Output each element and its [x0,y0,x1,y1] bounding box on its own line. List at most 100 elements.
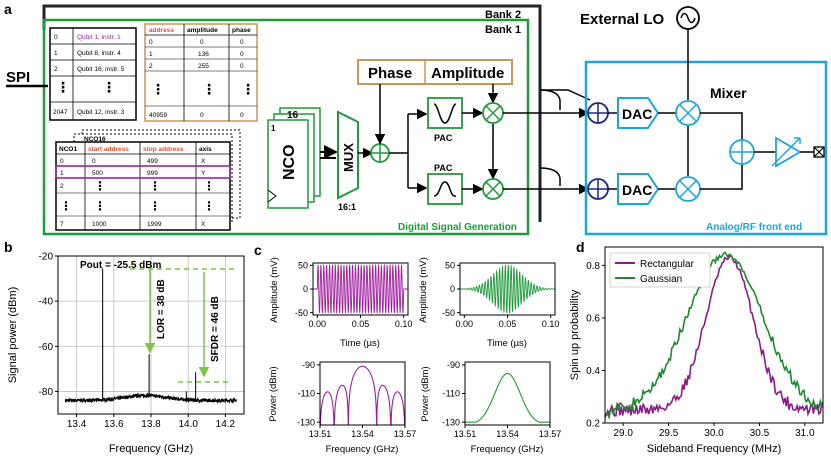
nco-cell: ⋮ [60,199,72,213]
y-tick-label: 0.6 [586,313,600,324]
mux-block [337,110,359,200]
y-tick-label: 50 [445,261,455,271]
panel-b-xlabel: Frequency (GHz) [109,443,193,455]
panel-c3-frame [319,361,406,426]
x-tick-label: 13.6 [104,419,124,430]
x-tick-label: 13.51 [309,429,332,439]
x-tick-label: 13.51 [454,429,477,439]
y-tick-label: -20 [39,252,54,263]
panel-label-c: c [254,242,262,258]
bank2-feed-top [539,89,561,110]
nco-count: 16 [287,110,299,121]
nco-cell: ⋮ [203,199,215,213]
instr-row-0-index: 0 [54,34,58,41]
nco-cell: X [201,158,206,165]
dac-bottom-block [617,173,660,205]
bank2-feed-bottom [539,167,561,186]
x-tick-label: 14.0 [178,419,198,430]
waveform-cell: 0 [149,39,153,46]
panel-c1-frame [312,262,409,316]
x-tick-label: 0.05 [499,319,517,329]
nco-cell: 7 [60,221,64,228]
x-tick-label: 29.0 [613,428,633,439]
x-tick-label: 13.54 [496,429,519,439]
instr-row-1-value: Qubit 8, instr. 4 [77,50,121,57]
phase-label: Phase [368,65,412,82]
x-tick-label: 30.0 [704,428,724,439]
x-tick-label: 0.10 [395,319,413,329]
rf-label: Analog/RF front end [706,222,802,233]
nco-table: NCO16 NCO1 start address stop address ax… [55,129,241,231]
panel-c2-xlabel: Time (µs) [487,338,527,349]
mixer-to-combiner [700,112,743,190]
x-tick-label: 13.57 [394,429,417,439]
cosine-icon [433,103,457,124]
y-tick-label: -50 [442,308,455,318]
panel-b-pout: Pout = -25.5 dBm [80,260,162,271]
waveform-cell: 0 [200,112,204,119]
panel-label-a: a [4,1,12,17]
y-tick-label: 50 [298,261,308,271]
nco-cell: 0 [60,158,64,165]
mixer-bottom-icon [675,176,701,202]
mux-label: MUX [341,143,356,172]
panel-d-legend: Rectangular Gaussian [609,252,711,288]
bank2-label: Bank 2 [485,9,521,21]
nco-cell: 1999 [147,221,162,228]
legend-gaussian: Gaussian [640,274,682,285]
x-tick-label: 0.10 [542,319,560,329]
nco-cell: X [201,221,206,228]
y-tick-label: -40 [39,297,54,308]
x-tick-label: 31.0 [795,428,815,439]
mixer-label: Mixer [710,85,747,101]
panel-c4-xlabel: Frequency (GHz) [471,444,544,455]
nco-block: 16 1 NCO [267,107,321,209]
nco-cell: Y [201,170,206,177]
panel-b-ylabel: Signal power (dBm) [7,287,19,384]
multiplier-bottom-icon [482,178,504,200]
panel-c1-xlabel: Time (µs) [340,338,380,349]
y-tick-label: -80 [39,387,54,398]
lo-source-icon [676,6,700,30]
x-tick-label: 30.5 [750,428,770,439]
x-tick-label: 13.54 [351,429,374,439]
nco-cell: ⋮ [149,179,161,193]
waveform-cell: ⋮ [151,81,165,97]
waveform-cell: 0 [200,39,204,46]
waveform-cell: ⋮ [202,81,216,97]
panel-label-d: d [576,239,585,255]
x-tick-label: 13.57 [539,429,562,439]
nco-header-nco1: NCO1 [59,146,77,153]
spi-label: SPI [6,69,30,86]
nco-cell: 500 [92,170,103,177]
nco-header-start: start address [88,146,129,153]
nco-cell: 1 [60,170,64,177]
waveform-cell: 0 [240,63,244,70]
nco-cell: ⋮ [149,199,161,213]
panel-c3-spectrum [320,365,405,425]
waveform-cell: 1 [149,51,153,58]
instr-row-0-value: Qubit 1, instr. 1 [77,34,121,41]
panel-b-frame [57,255,245,415]
amplifier-icon [771,136,802,168]
dac-top-block [617,97,660,129]
y-tick-label: -110 [298,389,315,399]
panel-c2-waveform [460,264,555,314]
nco-cell: ⋮ [94,199,106,213]
panel-c2-ylabel: Amplitude (mV) [418,257,429,322]
mux-ratio: 16:1 [338,202,356,212]
instr-row-1-index: 1 [54,50,58,57]
waveform-cell: 136 [198,51,209,58]
nco-cell: ⋮ [94,179,106,193]
x-tick-label: 29.5 [659,428,679,439]
waveform-cell: 2 [149,63,153,70]
panel-d-series-gaussian [605,251,823,420]
output-port-icon [813,146,825,158]
waveform-cell: 0 [240,112,244,119]
bank1-label: Bank 1 [485,24,521,36]
